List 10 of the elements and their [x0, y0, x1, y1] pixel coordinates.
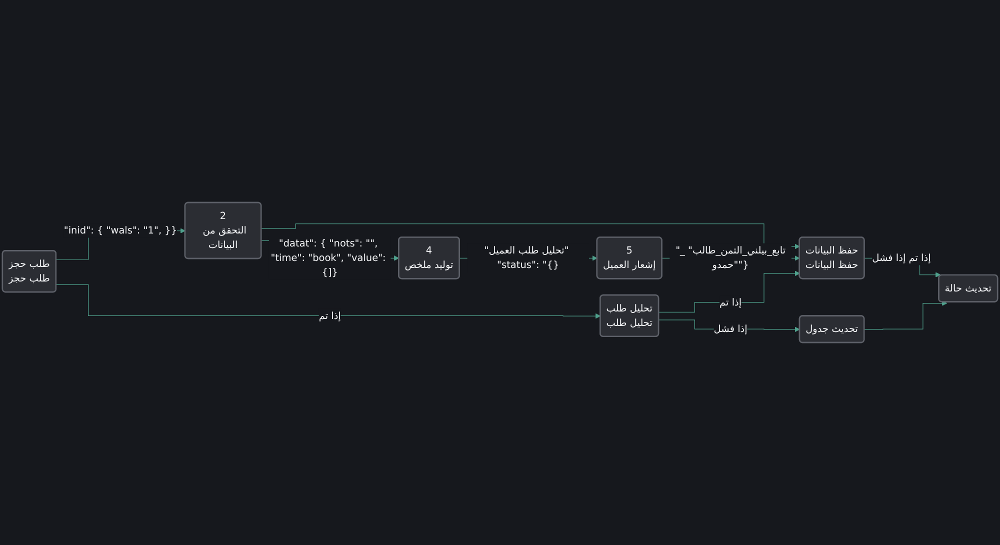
- process-box: طلب حجز طلب حجز: [2, 250, 57, 293]
- process-box: حفظ البيانات حفظ البيانات: [798, 236, 865, 280]
- process-box: تحديث جدول: [798, 315, 865, 344]
- process-box: تحليل طلب تحليل طلب: [600, 294, 660, 338]
- edge-label: "inid": { "wals": "1", }}: [64, 223, 178, 238]
- process-box: تحديث حالة: [938, 274, 998, 302]
- edge-label: إذا فشل: [714, 322, 748, 336]
- edge-label: إذا تم إذا فشل: [872, 250, 931, 266]
- edge-label: إذا تم: [720, 295, 742, 310]
- edge-label: "_تابع_بيلني_التمن_طالب" "حمدو"}: [670, 243, 792, 272]
